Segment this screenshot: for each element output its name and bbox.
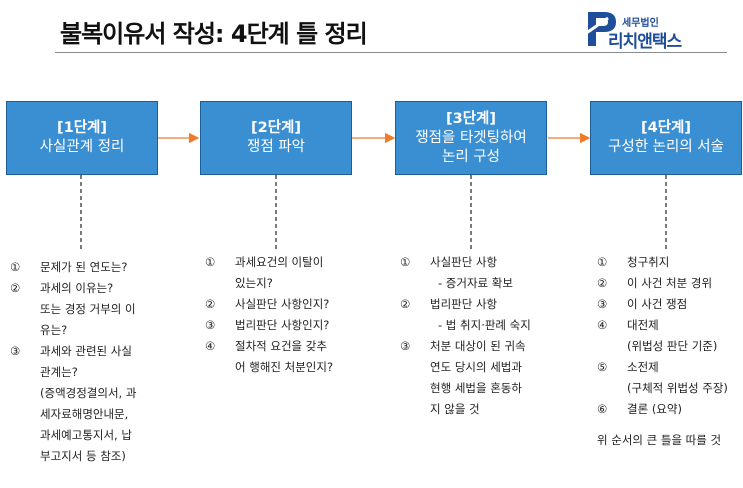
logo-name: 리치앤택스 [608, 32, 682, 52]
item-line: (구체적 위법성 주장) [627, 381, 728, 395]
logo-subtitle: 세무법인 [622, 18, 659, 29]
list-item: ② 법리판단 사항 - 법 취지·판례 숙지 [400, 294, 585, 336]
step-title-line: 쟁점을 타겟팅하여 [415, 129, 527, 146]
item-marker: ① [597, 255, 608, 269]
item-marker: ① [10, 260, 21, 274]
item-line: 유는? [40, 323, 68, 337]
step-2-checklist: ① 과세요건의 이탈이 있는지? ② 사실판단 사항인지? ③ 법리판단 사항인… [205, 252, 390, 378]
item-marker: ① [400, 255, 411, 269]
item-marker: ③ [205, 318, 216, 332]
page-title: 불복이유서 작성: 4단계 틀 정리 [60, 20, 368, 48]
item-marker: ③ [10, 344, 21, 358]
step-number: [1단계] [56, 120, 108, 136]
item-marker: ① [205, 255, 216, 269]
item-line: 관계는? [40, 365, 78, 379]
step-title-line: 구성한 논리의 서술 [608, 139, 724, 155]
item-line: 문제가 된 연도는? [40, 260, 128, 274]
logo-mark-icon [584, 12, 616, 46]
item-line: 사실판단 사항 [430, 255, 498, 269]
list-item: ⑥ 결론 (요약) [597, 399, 737, 420]
list-item: ③ 과세와 관련된 사실 관계는? (증액경정결의서, 과 세자료해명안내문, … [10, 341, 190, 467]
step-1-checklist: ① 문제가 된 연도는? ② 과세의 이유는? 또는 경정 거부의 이 유는? … [10, 257, 190, 467]
item-line: 이 사건 처분 경위 [627, 276, 713, 290]
item-line: 결론 (요약) [627, 402, 682, 416]
item-line: 사실판단 사항인지? [235, 297, 330, 311]
item-line: 과세와 관련된 사실 [40, 344, 132, 358]
item-line: 절차적 요건을 갖추 [235, 339, 327, 353]
list-item: ③ 처분 대상이 된 귀속 연도 당시의 세법과 현행 세법을 혼동하 지 않을… [400, 336, 585, 420]
list-item: ② 사실판단 사항인지? [205, 294, 390, 315]
step-box-4: [4단계] 구성한 논리의 서술 [590, 101, 742, 175]
item-line: 현행 세법을 혼동하 [430, 381, 522, 395]
list-item: ① 과세요건의 이탈이 있는지? [205, 252, 390, 294]
item-subline: - 증거자료 확보 [438, 276, 513, 290]
item-line: 부고지서 등 참조) [40, 449, 126, 463]
item-marker: ③ [597, 297, 608, 311]
item-line: 법리판단 사항인지? [235, 318, 330, 332]
item-marker: ③ [400, 339, 411, 353]
item-marker: ④ [597, 318, 608, 332]
list-item: ① 사실판단 사항 - 증거자료 확보 [400, 252, 585, 294]
list-item: ① 문제가 된 연도는? [10, 257, 190, 278]
list-item: ③ 이 사건 쟁점 [597, 294, 737, 315]
list-item: ④ 대전제 (위법성 판단 기준) [597, 315, 737, 357]
item-line: 또는 경정 거부의 이 [40, 302, 136, 316]
step-number: [4단계] [640, 120, 692, 136]
step-title-line: 사실관계 정리 [39, 139, 125, 155]
step-3-checklist: ① 사실판단 사항 - 증거자료 확보 ② 법리판단 사항 - 법 취지·판례 … [400, 252, 585, 420]
item-line: 연도 당시의 세법과 [430, 360, 522, 374]
item-marker: ⑤ [597, 360, 608, 374]
closing-note: 위 순서의 큰 틀을 따를 것 [597, 433, 722, 447]
item-line: 지 않을 것 [430, 402, 480, 416]
item-line: 어 행해진 처분인지? [235, 360, 334, 374]
step-box-2: [2단계] 쟁점 파악 [200, 101, 352, 175]
item-line: 대전제 [627, 318, 659, 332]
company-logo: 세무법인 리치앤택스 [582, 6, 722, 52]
list-item: ④ 절차적 요건을 갖추 어 행해진 처분인지? [205, 336, 390, 378]
item-marker: ② [400, 297, 411, 311]
step-number: [3단계] [445, 110, 497, 127]
list-item: ⑤ 소전제 (구체적 위법성 주장) [597, 357, 737, 399]
step-4-checklist: ① 청구취지 ② 이 사건 처분 경위 ③ 이 사건 쟁점 ④ 대전제 (위법성… [597, 252, 737, 451]
item-line: 청구취지 [627, 255, 670, 269]
item-line: 이 사건 쟁점 [627, 297, 688, 311]
item-line: (위법성 판단 기준) [627, 339, 718, 353]
item-marker: ② [205, 297, 216, 311]
list-item: ② 과세의 이유는? 또는 경정 거부의 이 유는? [10, 278, 190, 341]
list-item: ② 이 사건 처분 경위 [597, 273, 737, 294]
step-title-line: 논리 구성 [442, 148, 500, 165]
item-marker: ② [10, 281, 21, 295]
item-line: 있는지? [235, 276, 273, 290]
item-line: (증액경정결의서, 과 [40, 386, 137, 400]
item-line: 소전제 [627, 360, 659, 374]
item-line: 과세의 이유는? [40, 281, 114, 295]
item-line: 과세요건의 이탈이 [235, 255, 324, 269]
title-underline [55, 52, 727, 53]
item-line: 과세예고통지서, 납 [40, 428, 132, 442]
item-line: 처분 대상이 된 귀속 [430, 339, 526, 353]
list-item: ③ 법리판단 사항인지? [205, 315, 390, 336]
step-title-line: 쟁점 파악 [247, 139, 305, 155]
step-box-1: [1단계] 사실관계 정리 [6, 101, 158, 175]
step-box-3: [3단계] 쟁점을 타겟팅하여 논리 구성 [395, 101, 547, 175]
item-line: 세자료해명안내문, [40, 407, 129, 421]
item-marker: ④ [205, 339, 216, 353]
item-line: 법리판단 사항 [430, 297, 498, 311]
item-subline: - 법 취지·판례 숙지 [438, 318, 531, 332]
step-number: [2단계] [250, 120, 302, 136]
item-marker: ② [597, 276, 608, 290]
list-item: ① 청구취지 [597, 252, 737, 273]
item-marker: ⑥ [597, 402, 608, 416]
